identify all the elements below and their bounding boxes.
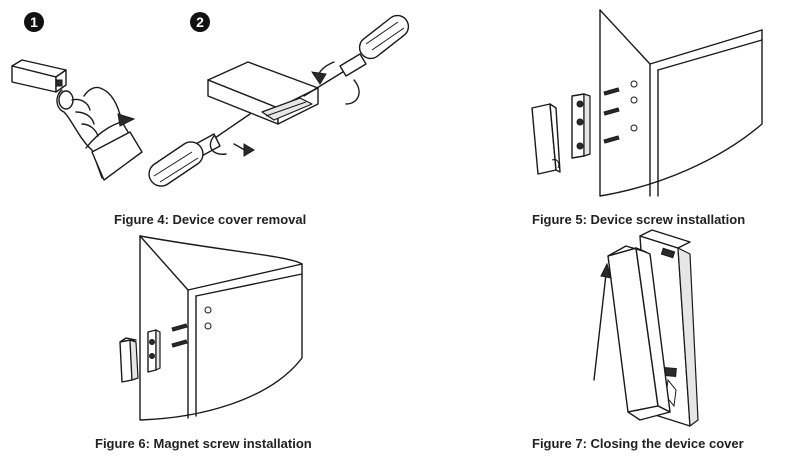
screwdriver-lower-icon [148, 113, 251, 187]
figure-5-panel: Figure 5: Device screw installation [500, 0, 788, 230]
small-device-icon [11, 59, 67, 93]
rotate-arrow-icon [85, 113, 136, 149]
screwdriver-upper-icon [303, 14, 410, 97]
closing-arrow-icon [593, 262, 612, 381]
figure-6-caption: Figure 6: Magnet screw installation [95, 436, 312, 451]
step-1-badge: 1 [24, 12, 44, 32]
figure-4-caption: Figure 4: Device cover removal [114, 212, 307, 227]
figure-7-illustration [593, 229, 699, 427]
screw-holes-icon [630, 80, 638, 132]
step-2-badge: 2 [190, 12, 210, 32]
device-base-plate-icon [571, 93, 591, 159]
figure-6-panel: Figure 6: Magnet screw installation [90, 230, 410, 461]
rotate-arrow-upper-icon [310, 61, 360, 105]
magnet-cover-icon [119, 337, 139, 383]
figure-4-panel: 1 2 [0, 0, 410, 227]
rotate-arrow-lower-icon [209, 135, 255, 157]
door-frame-icon [139, 235, 303, 421]
screw-holes-icon [204, 306, 212, 330]
hand-icon [56, 86, 143, 181]
figure-6-illustration [119, 235, 303, 421]
screws-icon [171, 323, 188, 348]
figure-7-caption: Figure 7: Closing the device cover [532, 436, 744, 451]
device-body-icon [207, 61, 319, 125]
figure-7-panel: Figure 7: Closing the device cover [500, 229, 788, 461]
figure-4-illustration [11, 14, 410, 187]
door-frame-icon [599, 9, 763, 197]
figure-5-illustration [531, 9, 763, 197]
screws-icon [603, 87, 620, 144]
device-cover-icon [607, 245, 671, 421]
magnet-base-plate-icon [147, 329, 161, 373]
device-cover-piece-icon [531, 103, 561, 175]
figure-5-caption: Figure 5: Device screw installation [532, 212, 746, 227]
